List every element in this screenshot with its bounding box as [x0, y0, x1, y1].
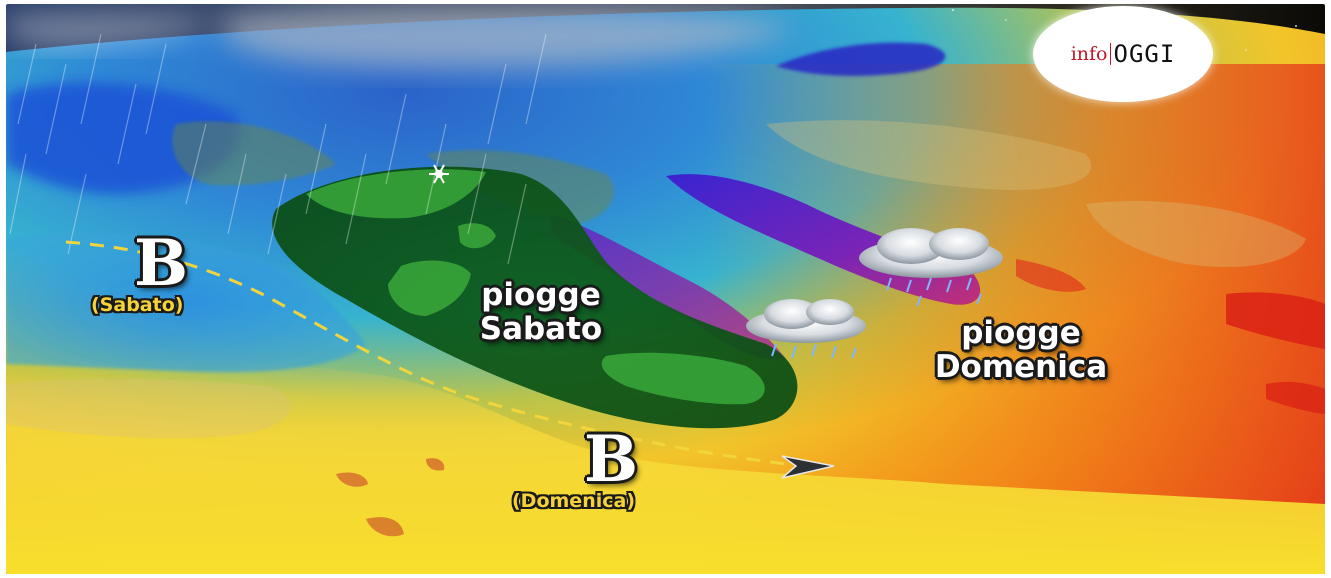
- pressure-day-label-sabato: (Sabato): [91, 294, 184, 316]
- logo-text-oggi: OGGI: [1113, 40, 1176, 68]
- rain-cloud-icon: [746, 299, 866, 359]
- rain-label-sabato-line2: Sabato: [479, 311, 603, 347]
- rain-label-sabato-line1: piogge: [481, 277, 601, 313]
- low-pressure-symbol-domenica: B: [584, 422, 639, 497]
- rain-label-sabato: piogge Sabato: [456, 278, 626, 346]
- rain-label-domenica-line1: piogge: [961, 315, 1081, 351]
- snowflake-icon: [429, 164, 449, 184]
- arrow-head-icon: [781, 455, 835, 479]
- weather-map: B (Sabato) B (Domenica) piogge Sabato pi…: [6, 4, 1325, 574]
- infooggi-logo: info OGGI: [1033, 6, 1213, 102]
- pressure-day-label-domenica: (Domenica): [512, 490, 635, 512]
- logo-separator: [1109, 43, 1111, 65]
- rain-label-domenica: piogge Domenica: [906, 316, 1136, 384]
- rain-label-domenica-line2: Domenica: [934, 349, 1108, 385]
- rain-cloud-icon: [859, 228, 1003, 307]
- low-pressure-symbol-sabato: B: [134, 226, 189, 301]
- logo-text-info: info: [1070, 43, 1108, 65]
